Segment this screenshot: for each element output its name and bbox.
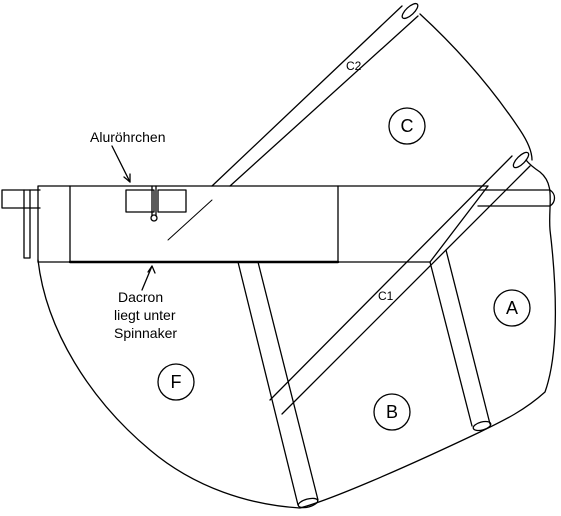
arrow-tube-note [111,145,131,183]
panel-c-marker: C [388,107,426,145]
leg-right-end-cap [472,420,492,432]
boom-main [37,185,489,263]
arrow-tube-note-head [123,173,131,183]
boom-right-pipe-end [549,189,556,207]
arrow-dacron-head [147,265,156,274]
panel-c-label: C [401,116,414,136]
panel-b-label: B [386,402,398,422]
beam-c1 [269,155,531,415]
beam-c2 [211,5,419,187]
alu-tube-left [125,189,155,213]
tube-note-label: Aluröhrchen [90,129,166,145]
boom-left-bracket [23,189,31,259]
panel-f-marker: F [157,363,195,401]
panel-c-outline [419,13,533,161]
alu-tube-pin [151,185,157,217]
panel-a-marker: A [493,289,531,327]
beam-c2-inner [167,199,213,241]
panel-b-marker: B [373,393,411,431]
leg-left [237,261,319,506]
dacron-label-line3: Spinnaker [114,325,177,341]
boom-right-pipe [477,189,551,207]
leg-left-end-cap [297,497,319,509]
boom-left-end [1,189,41,209]
leg-right [429,249,491,427]
alu-tube-pin-head [150,214,158,222]
sail-outline [37,159,557,509]
beam-c2-label: C2 [346,59,362,73]
beam-c2-end-cap [401,2,419,20]
beam-c1-end-cap [512,151,530,169]
dacron-label-line2: liegt unter [114,307,176,323]
beam-c1-label: C1 [378,289,394,303]
alu-tube-right [157,189,187,213]
dacron-label-line1: Dacron [118,289,163,305]
arrow-dacron [141,265,153,291]
panel-f-label: F [171,372,182,392]
boom-diagonal-slope [429,185,489,263]
panel-a-label: A [506,298,518,318]
